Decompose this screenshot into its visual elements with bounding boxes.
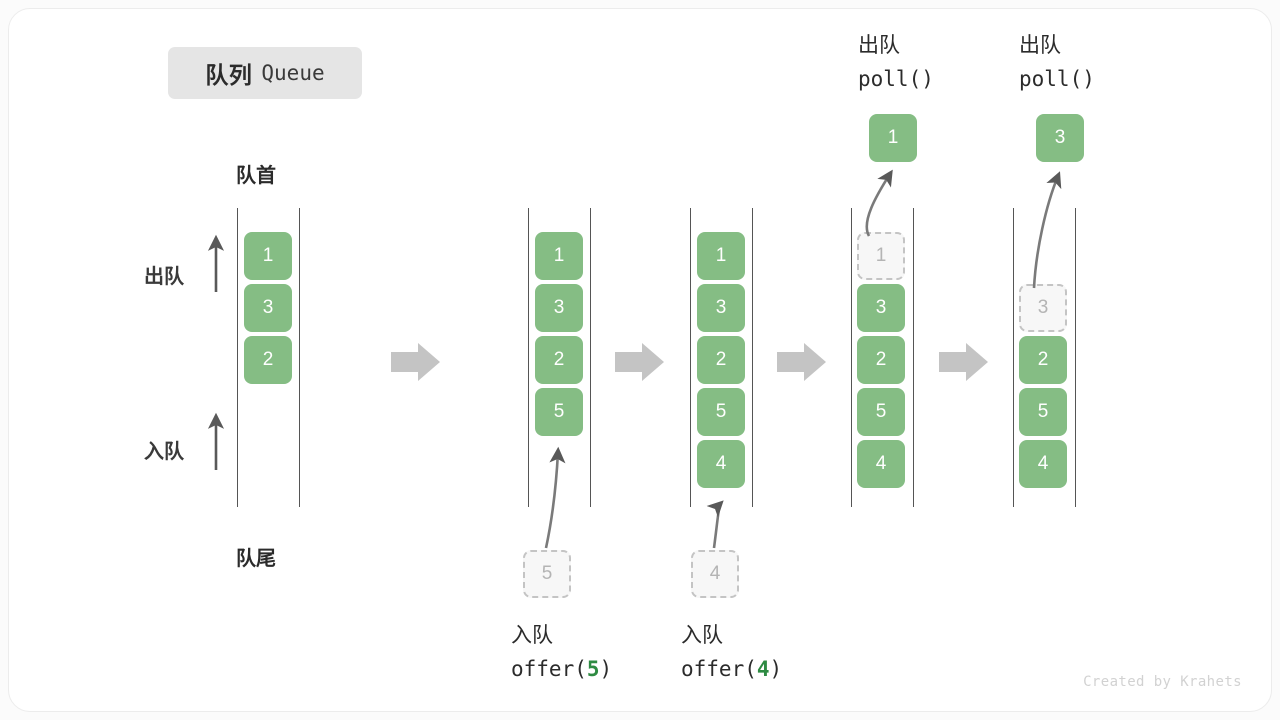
dequeue-direction-label: 出队 [144,266,184,288]
removed-item-ghost: 1 [857,232,905,280]
queue-item: 2 [244,336,292,384]
queue-item: 3 [535,284,583,332]
queue-item: 3 [857,284,905,332]
queue-item: 5 [1019,388,1067,436]
queue-item: 2 [535,336,583,384]
queue-tail-label: 队尾 [236,548,276,570]
code-prefix: poll( [1019,66,1083,91]
title-badge: 队列 Queue [168,47,362,99]
rail-right [590,208,591,507]
queue-item: 4 [1019,440,1067,488]
queue-item: 4 [857,440,905,488]
rail-left [851,208,852,507]
queue-item-new: 4 [697,440,745,488]
queue-item: 3 [697,284,745,332]
operation-code: offer(4) [681,653,782,686]
operation-name: 入队 [681,624,723,647]
code-prefix: offer( [681,656,757,681]
rail-right [913,208,914,507]
queue-item: 1 [697,232,745,280]
operation-caption-offer-5: 入队 offer(5) [511,620,612,685]
rail-right [752,208,753,507]
queue-item: 5 [857,388,905,436]
popped-item: 3 [1036,114,1084,162]
pending-item-ghost: 5 [523,550,571,598]
queue-item: 2 [1019,336,1067,384]
queue-item: 1 [244,232,292,280]
title-cn: 队列 [205,62,253,88]
rail-left [528,208,529,507]
title-en: Queue [261,61,325,85]
rail-left [237,208,238,507]
queue-item: 3 [244,284,292,332]
operation-caption-poll-1: 出队 poll() [858,30,934,95]
popped-item: 1 [869,114,917,162]
credit-text: Created by Krahets [1083,674,1242,690]
queue-item: 2 [697,336,745,384]
code-arg: 4 [756,656,770,681]
code-suffix: ) [599,656,613,681]
operation-code: poll() [1019,63,1095,96]
rail-left [1013,208,1014,507]
removed-item-ghost: 3 [1019,284,1067,332]
code-suffix: ) [921,66,934,91]
queue-head-label: 队首 [236,165,276,187]
code-suffix: ) [769,656,783,681]
operation-name: 入队 [511,624,553,647]
queue-item: 1 [535,232,583,280]
operation-caption-poll-3: 出队 poll() [1019,30,1095,95]
diagram-card [8,8,1272,712]
rail-right [299,208,300,507]
operation-name: 出队 [1019,34,1061,57]
operation-code: offer(5) [511,653,612,686]
code-arg: 5 [586,656,600,681]
pending-item-ghost: 4 [691,550,739,598]
rail-left [690,208,691,507]
queue-item-new: 5 [535,388,583,436]
enqueue-direction-label: 入队 [144,441,184,463]
queue-item: 5 [697,388,745,436]
operation-name: 出队 [858,34,900,57]
code-prefix: poll( [858,66,922,91]
code-suffix: ) [1082,66,1095,91]
code-prefix: offer( [511,656,587,681]
queue-item: 2 [857,336,905,384]
rail-right [1075,208,1076,507]
operation-caption-offer-4: 入队 offer(4) [681,620,782,685]
operation-code: poll() [858,63,934,96]
